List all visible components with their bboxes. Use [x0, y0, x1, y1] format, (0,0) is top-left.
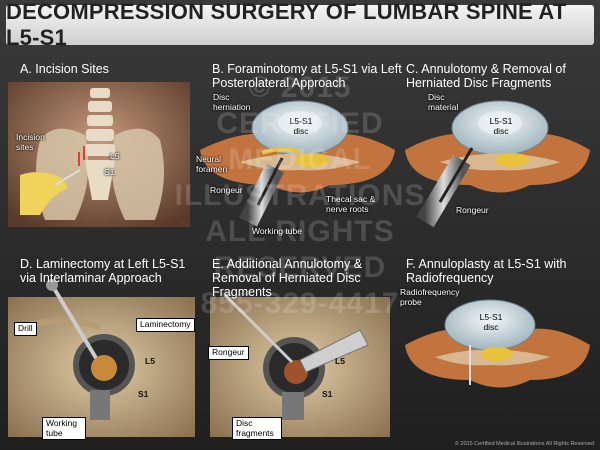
c-label-disc: L5-S1 disc: [489, 116, 513, 136]
panel-c-art: [405, 100, 590, 228]
f-label-disc: L5-S1 disc: [479, 312, 503, 332]
d-label-drill: Drill: [14, 322, 37, 336]
f-label-rf-probe: Radiofrequency probe: [400, 287, 460, 307]
e-disc-site: [284, 360, 308, 384]
vertebrae-column: [85, 88, 115, 200]
panel-c-title: C. Annulotomy & Removal of Herniated Dis…: [406, 62, 566, 90]
b-nucleus: [278, 111, 322, 135]
panel-d-title: D. Laminectomy at Left L5-S1 via Interla…: [20, 257, 186, 285]
b-label-neural-foramen: Neural foramen: [196, 154, 228, 174]
panel-b-title: B. Foraminotomy at L5-S1 via Left Poster…: [212, 62, 402, 90]
e-label-s1: S1: [322, 389, 333, 399]
e-retractor: [299, 329, 369, 373]
b-thecal-sac: [295, 153, 329, 167]
a-label-l5: L5: [110, 151, 120, 161]
panel-e-title: E. Additional Annulotomy & Removal of He…: [212, 257, 363, 299]
d-label-laminectomy: Laminectomy: [136, 318, 195, 332]
e-rongeur: [223, 293, 294, 364]
panel-f-title: F. Annuloplasty at L5-S1 with Radiofrequ…: [406, 257, 567, 285]
e-tube-mount: [282, 392, 304, 420]
d-lamina: [20, 317, 100, 332]
watermark-line: ILLUSTRATIONS: [174, 179, 426, 212]
scalpel: [54, 169, 81, 186]
c-label-rongeur: Rongeur: [456, 205, 489, 215]
b-rongeur: [256, 157, 284, 206]
c-nucleus: [478, 111, 522, 135]
watermark-line: © 2015: [248, 71, 352, 104]
d-label-working-tube: Working tube: [42, 417, 86, 440]
d-label-l5: L5: [145, 356, 155, 366]
b-nerve-root: [261, 147, 301, 155]
c-rongeur: [438, 147, 474, 203]
c-working-tube: [416, 154, 471, 228]
b-label-disc-herniation: Disc herniation: [213, 92, 251, 112]
watermark-line: MEDICAL: [228, 143, 372, 176]
a-label-incision-sites: Incision sites: [16, 132, 45, 152]
watermark-line: ALL RIGHTS: [205, 215, 395, 248]
panel-e-art: [210, 293, 390, 437]
d-label-s1: S1: [138, 389, 149, 399]
d-drill: [50, 283, 98, 360]
d-tube-mount: [90, 390, 110, 420]
watermark: © 2015 CERTIFIED MEDICAL ILLUSTRATIONS A…: [0, 70, 600, 322]
e-label-rongeur: Rongeur: [208, 346, 249, 360]
e-label-l5: L5: [335, 356, 345, 366]
b-label-working-tube: Working tube: [252, 226, 302, 236]
title-bar: DECOMPRESSION SURGERY OF LUMBAR SPINE AT…: [6, 0, 594, 50]
watermark-line: RESERVED: [213, 251, 387, 284]
b-label-rongeur: Rongeur: [210, 185, 243, 195]
panel-b-art: [200, 100, 395, 227]
d-drill-handle: [46, 279, 58, 291]
d-laminectomy-site: [91, 355, 117, 381]
pelvis-right: [111, 128, 164, 220]
c-thecal-sac: [495, 153, 529, 167]
footer-copyright: © 2015 Certified Medical Illustrations A…: [454, 441, 594, 447]
panel-a-title: A. Incision Sites: [20, 62, 109, 76]
panel-a-art: [8, 82, 190, 227]
watermark-line: 855-329-4417: [200, 287, 400, 320]
b-label-thecal-sac: Thecal sac & nerve roots: [326, 194, 376, 214]
a-label-s1: S1: [104, 167, 115, 177]
gloved-hand: [20, 172, 68, 215]
b-label-disc: L5-S1 disc: [289, 116, 313, 136]
page-title: DECOMPRESSION SURGERY OF LUMBAR SPINE AT…: [6, 0, 567, 50]
panel-f-art: [405, 299, 590, 442]
c-label-disc-material: Disc material: [428, 92, 459, 112]
e-label-disc-fragments: Disc fragments: [232, 417, 282, 440]
f-thecal-sac: [481, 347, 513, 361]
watermark-line: CERTIFIED: [216, 107, 384, 140]
